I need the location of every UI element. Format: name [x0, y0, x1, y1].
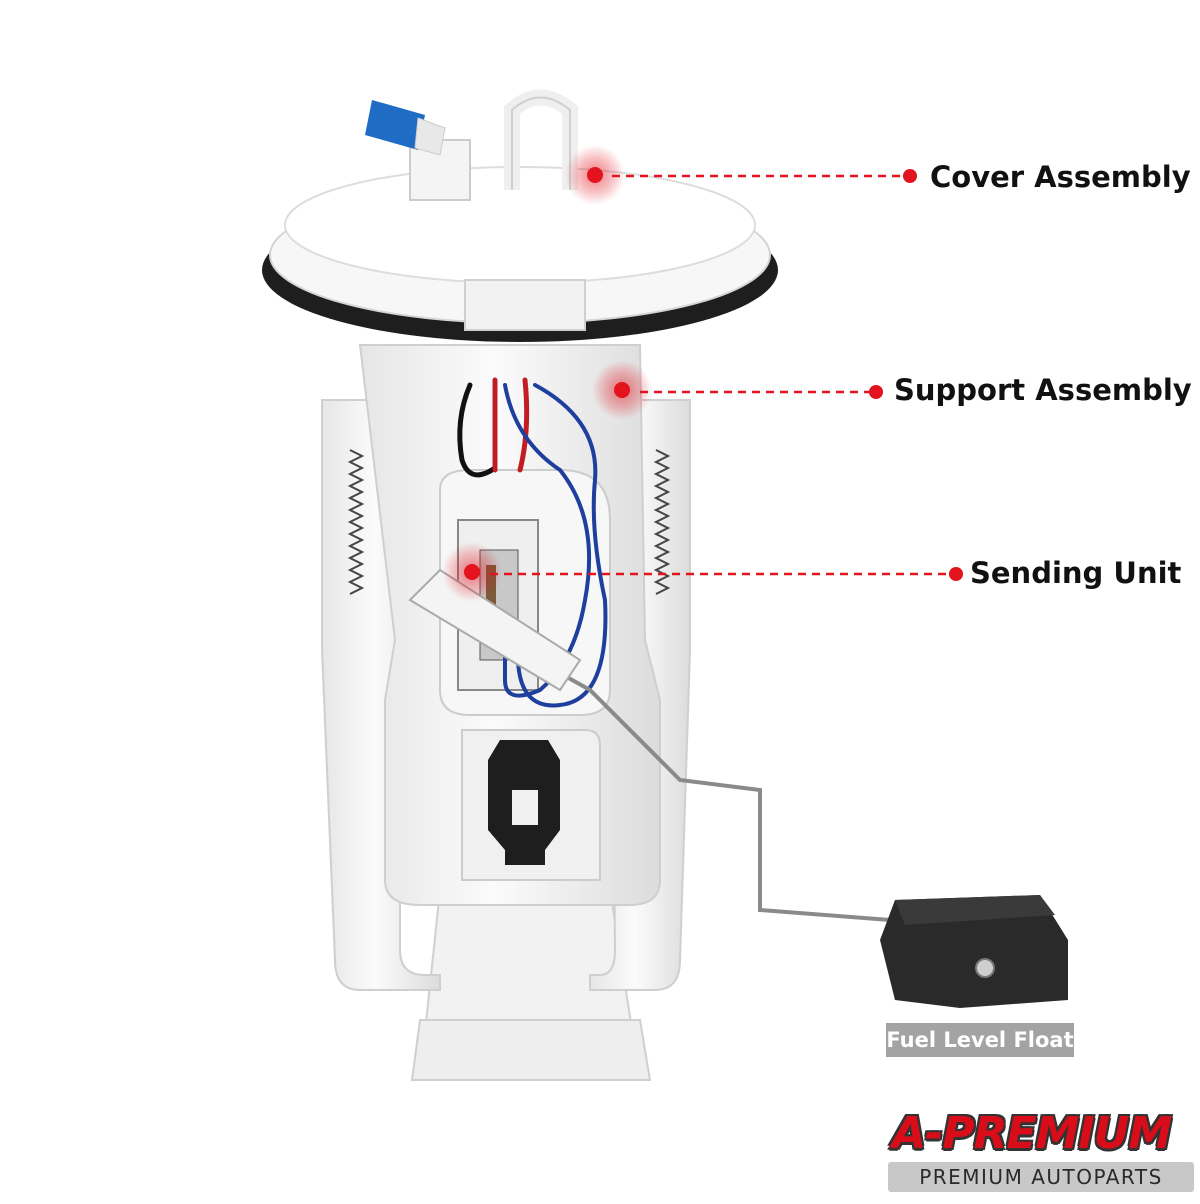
callout-support	[592, 360, 883, 420]
brand-tagline: PREMIUM AUTOPARTS	[888, 1162, 1194, 1192]
fuel-level-float-tag: Fuel Level Float	[886, 1023, 1074, 1057]
callout-label-sending-unit: Sending Unit	[970, 556, 1182, 590]
fuel-strainer	[410, 889, 652, 1081]
wiring	[457, 377, 608, 708]
callout-sending	[442, 542, 963, 602]
fuel-level-float	[408, 568, 1068, 1008]
callout-cover	[565, 145, 917, 205]
brand-logo: A-PREMIUM	[892, 1108, 1172, 1159]
cover-assembly	[262, 89, 778, 342]
callout-label-support-assembly: Support Assembly	[894, 373, 1192, 407]
callout-label-cover-assembly: Cover Assembly	[930, 160, 1191, 194]
